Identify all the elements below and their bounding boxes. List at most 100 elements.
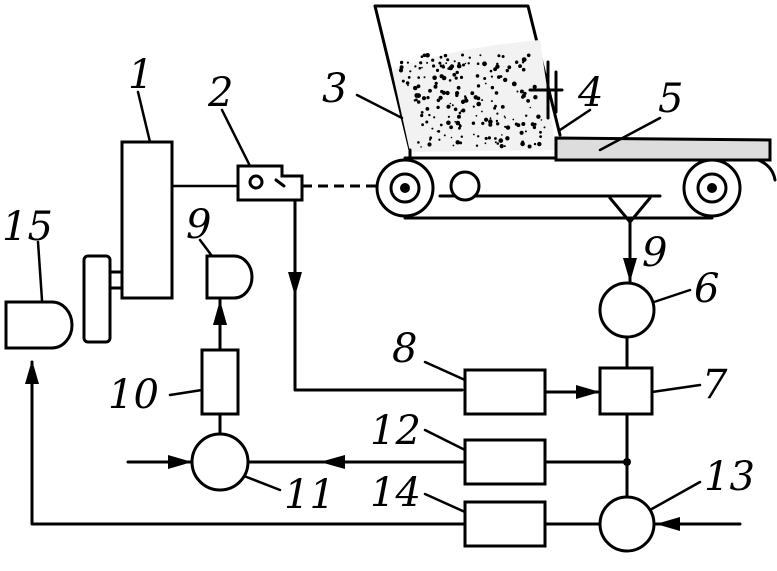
hopper-grain xyxy=(433,116,436,119)
hopper-grain xyxy=(498,138,504,143)
hopper-grain xyxy=(427,142,432,147)
label-3: 3 xyxy=(322,66,347,112)
hopper-grain xyxy=(405,81,410,85)
hopper-grain xyxy=(539,135,542,139)
label-14: 14 xyxy=(370,470,421,516)
line-sensor-to-8 xyxy=(293,198,464,392)
hopper-grain xyxy=(449,125,453,130)
hopper-grain xyxy=(456,85,461,90)
hopper-grain xyxy=(516,123,521,128)
hopper-grain xyxy=(458,124,462,127)
hopper-grain xyxy=(519,89,524,94)
label-4: 4 xyxy=(577,70,603,116)
hopper-grain xyxy=(399,60,404,65)
hopper-grain xyxy=(505,136,510,141)
block-12 xyxy=(463,438,547,486)
hopper-grain xyxy=(472,105,475,108)
hopper-grain xyxy=(443,53,448,58)
hopper-grain xyxy=(525,114,528,117)
label-13: 13 xyxy=(704,454,755,500)
hopper-grain xyxy=(475,114,478,117)
hopper-grain xyxy=(464,96,468,100)
hopper-grain xyxy=(448,79,452,82)
actuator-9 xyxy=(205,254,254,300)
hopper-grain xyxy=(420,113,424,118)
hopper-grain xyxy=(483,77,487,80)
hopper-grain xyxy=(497,75,501,79)
hopper-grain xyxy=(476,62,480,65)
hopper-grain xyxy=(446,58,450,62)
hopper-grains xyxy=(398,53,546,149)
hopper-grain xyxy=(443,134,446,137)
hopper-grain xyxy=(420,146,422,148)
hopper-grain xyxy=(488,122,493,127)
hopper-grain xyxy=(521,96,523,99)
hopper-grain xyxy=(422,53,427,58)
hopper-grain xyxy=(507,65,512,70)
hopper-grain xyxy=(488,119,493,124)
hopper-grain xyxy=(500,105,505,109)
hopper-grain xyxy=(470,91,475,96)
label-1: 1 xyxy=(128,52,153,98)
hopper-grain xyxy=(476,101,482,107)
hopper-grain xyxy=(454,120,457,123)
hopper-grain xyxy=(414,65,417,68)
hopper-grain xyxy=(495,64,500,69)
hopper-grain xyxy=(496,62,499,66)
drive-pulley-left-axle xyxy=(400,183,410,193)
hopper-grain xyxy=(420,55,424,58)
idler-roller xyxy=(449,170,481,202)
arrow-up-to-15 xyxy=(25,360,39,384)
arrow-to-11 xyxy=(320,455,345,469)
hopper-grain xyxy=(471,121,476,125)
hopper-grain xyxy=(418,66,422,70)
hopper-grain xyxy=(504,116,507,119)
hopper-grain xyxy=(494,104,497,108)
hopper-grain xyxy=(428,113,431,117)
hopper-grain xyxy=(475,74,480,78)
hopper-grain xyxy=(458,126,461,130)
label-7: 7 xyxy=(702,362,728,408)
hopper-grain xyxy=(439,64,443,68)
hopper-grain xyxy=(439,123,443,127)
hopper-grain xyxy=(437,130,441,133)
hopper-grain xyxy=(504,125,507,128)
hopper-grain xyxy=(407,76,411,79)
hopper-grain xyxy=(446,104,451,109)
hopper-grain xyxy=(421,123,424,127)
hopper-grain xyxy=(419,61,423,65)
hopper-grain xyxy=(460,110,463,112)
hopper-grain xyxy=(526,53,531,58)
arrow-into-7 xyxy=(576,385,600,399)
hopper-grain xyxy=(460,135,463,138)
hopper-grain xyxy=(453,74,455,77)
hopper-grain xyxy=(440,89,444,94)
hopper-grain xyxy=(496,142,500,145)
hopper-grain xyxy=(439,55,443,59)
label-9-actuator: 9 xyxy=(186,202,211,248)
hopper-grain xyxy=(523,91,527,96)
actuator-15 xyxy=(4,300,74,350)
hopper-grain xyxy=(532,84,537,89)
hopper-grain xyxy=(417,141,420,144)
hopper-grain xyxy=(540,119,543,121)
hopper-grain xyxy=(461,53,464,57)
hopper-grain xyxy=(426,61,429,64)
hopper-grain xyxy=(494,91,499,95)
hopper-grain xyxy=(473,133,475,136)
hopper-grain xyxy=(436,105,440,110)
material-layer xyxy=(554,136,772,162)
hopper-grain xyxy=(435,68,440,72)
hopper-grain xyxy=(496,122,500,126)
hopper-grain xyxy=(432,64,436,68)
hopper-grain xyxy=(434,81,438,85)
hopper-grain xyxy=(481,110,483,113)
hopper-grain xyxy=(461,108,466,113)
hopper-grain xyxy=(425,120,429,124)
hopper-grain xyxy=(438,61,442,65)
hopper-grain xyxy=(485,137,488,140)
hopper-grain xyxy=(438,138,441,141)
hopper-grain xyxy=(446,120,451,126)
label-15: 15 xyxy=(2,204,53,250)
